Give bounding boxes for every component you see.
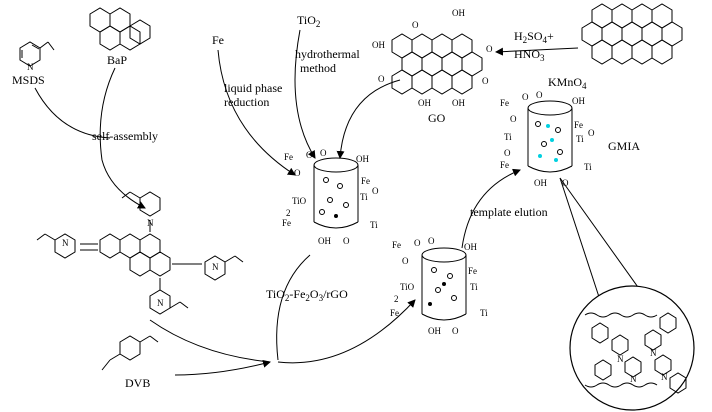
tio2-label: TiO2 <box>297 13 320 29</box>
svg-text:OH: OH <box>418 98 431 108</box>
h2so4-label: H2SO4+ <box>514 29 554 45</box>
svg-text:OH: OH <box>534 178 547 188</box>
self-assembly-complex: N N N N <box>36 191 244 315</box>
svg-text:Ti: Ti <box>504 132 512 142</box>
svg-text:N: N <box>157 298 164 308</box>
hydrothermal-label: hydrothermal <box>295 47 360 61</box>
svg-text:O: O <box>588 128 595 138</box>
svg-text:O: O <box>402 256 409 266</box>
go-sheet: OH O OH O O O OH OH GO <box>372 8 493 125</box>
svg-text:Fe: Fe <box>574 120 583 130</box>
svg-text:OH: OH <box>452 98 465 108</box>
go-label: GO <box>428 111 446 125</box>
svg-text:O: O <box>510 114 517 124</box>
reduction-label: reduction <box>224 95 269 109</box>
svg-text:O: O <box>452 326 459 336</box>
msds-nitrogen: N <box>27 62 34 72</box>
template-elution-label: template elution <box>470 205 548 219</box>
svg-text:O: O <box>504 148 511 158</box>
msds-label: MSDS <box>12 73 45 87</box>
svg-text:OH: OH <box>572 96 585 106</box>
fe-label: Fe <box>212 33 224 47</box>
bap-structure: BaP <box>89 7 151 67</box>
svg-text:Ti: Ti <box>584 162 592 172</box>
gmia-cylinder: Fe O O OH O Fe Ti O Ti O Fe Ti OH O GMIA <box>500 90 640 188</box>
svg-text:OH: OH <box>452 8 465 18</box>
svg-text:Fe: Fe <box>284 152 293 162</box>
svg-text:O: O <box>522 92 529 102</box>
kmno4-label: KMnO4 <box>548 75 587 91</box>
svg-text:TiO: TiO <box>292 196 307 206</box>
dvb-structure: DVB <box>101 335 159 390</box>
svg-text:OH: OH <box>464 242 477 252</box>
msds-structure: N MSDS <box>12 41 55 87</box>
svg-text:OH: OH <box>356 154 369 164</box>
svg-text:Fe: Fe <box>390 308 399 318</box>
svg-text:O: O <box>306 150 313 160</box>
svg-text:N: N <box>212 262 219 272</box>
svg-text:Fe: Fe <box>392 240 401 250</box>
bap-label: BaP <box>107 53 127 67</box>
imprinted-cavity-zoom: N N N N <box>569 285 695 411</box>
svg-text:Ti: Ti <box>370 220 378 230</box>
svg-text:O: O <box>482 76 489 86</box>
svg-text:O: O <box>428 236 435 246</box>
svg-text:Fe: Fe <box>282 218 291 228</box>
svg-text:O: O <box>412 20 419 30</box>
dvb-label: DVB <box>125 376 150 390</box>
composite-label: TiO2-Fe2O3/rGO <box>266 287 348 303</box>
svg-text:O: O <box>536 90 543 100</box>
svg-text:2: 2 <box>286 208 291 218</box>
composite-cylinder: Fe O O OH O Fe Ti TiO 2 Fe Ti OH O <box>390 236 488 336</box>
svg-text:O: O <box>320 148 327 158</box>
svg-text:O: O <box>562 178 569 188</box>
svg-text:N: N <box>617 354 624 364</box>
hno3-label: HNO3 <box>514 47 545 63</box>
svg-text:Fe: Fe <box>500 160 509 170</box>
svg-text:N: N <box>630 374 637 384</box>
svg-text:O: O <box>414 238 421 248</box>
svg-text:Fe: Fe <box>361 176 370 186</box>
svg-text:N: N <box>661 372 668 382</box>
self-assembly-label: self-assembly <box>92 129 158 143</box>
svg-text:OH: OH <box>428 326 441 336</box>
graphite-sheet <box>581 3 683 65</box>
svg-text:Ti: Ti <box>470 282 478 292</box>
svg-text:N: N <box>650 348 657 358</box>
svg-text:Ti: Ti <box>480 308 488 318</box>
gmia-label: GMIA <box>608 139 640 153</box>
liquid-phase-label: liquid phase <box>224 81 282 95</box>
svg-text:OH: OH <box>318 236 331 246</box>
svg-text:Ti: Ti <box>576 134 584 144</box>
svg-text:O: O <box>343 236 350 246</box>
svg-text:Ti: Ti <box>360 192 368 202</box>
svg-text:Fe: Fe <box>468 266 477 276</box>
method-label: method <box>300 61 336 75</box>
svg-text:O: O <box>378 74 385 84</box>
svg-text:O: O <box>294 168 301 178</box>
svg-text:N: N <box>62 238 69 248</box>
svg-text:2: 2 <box>394 294 399 304</box>
svg-text:TiO: TiO <box>400 282 415 292</box>
svg-text:O: O <box>486 44 493 54</box>
svg-text:O: O <box>372 186 379 196</box>
svg-text:Fe: Fe <box>500 98 509 108</box>
svg-text:OH: OH <box>372 40 385 50</box>
fe3o4-tio2-cylinder-top: Fe O O OH O Fe Ti O TiO 2 Fe Ti OH O <box>282 148 379 246</box>
